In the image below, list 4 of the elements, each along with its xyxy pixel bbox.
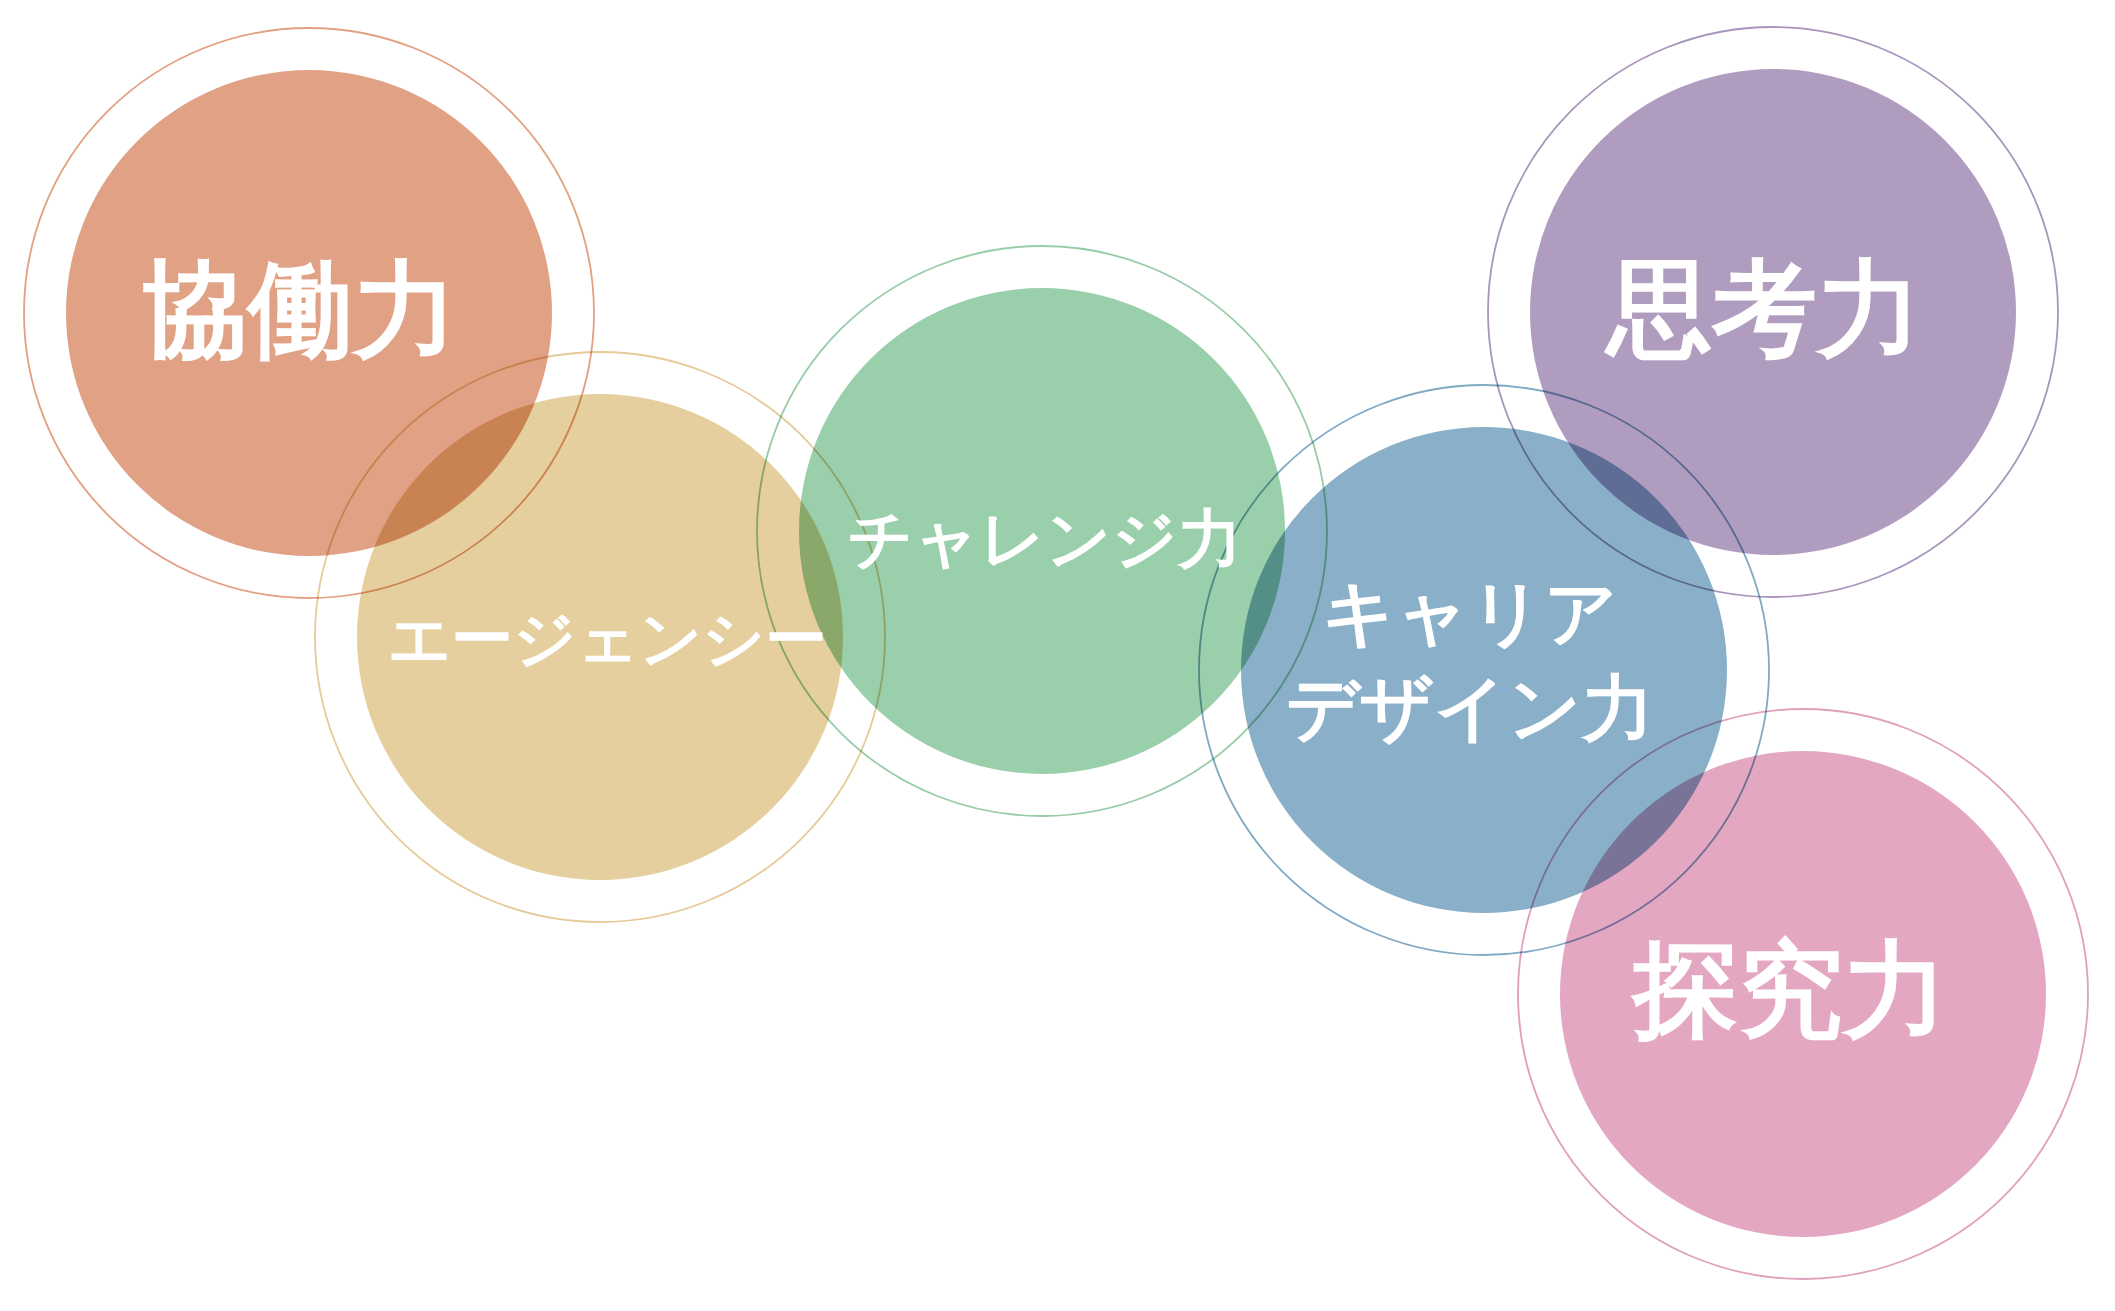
node-label: キャリアデザイン力: [1286, 569, 1654, 752]
node-label: 思考力: [1606, 248, 1922, 368]
node-label: 協働力: [142, 249, 458, 369]
node-label: 探究力: [1632, 929, 1948, 1049]
